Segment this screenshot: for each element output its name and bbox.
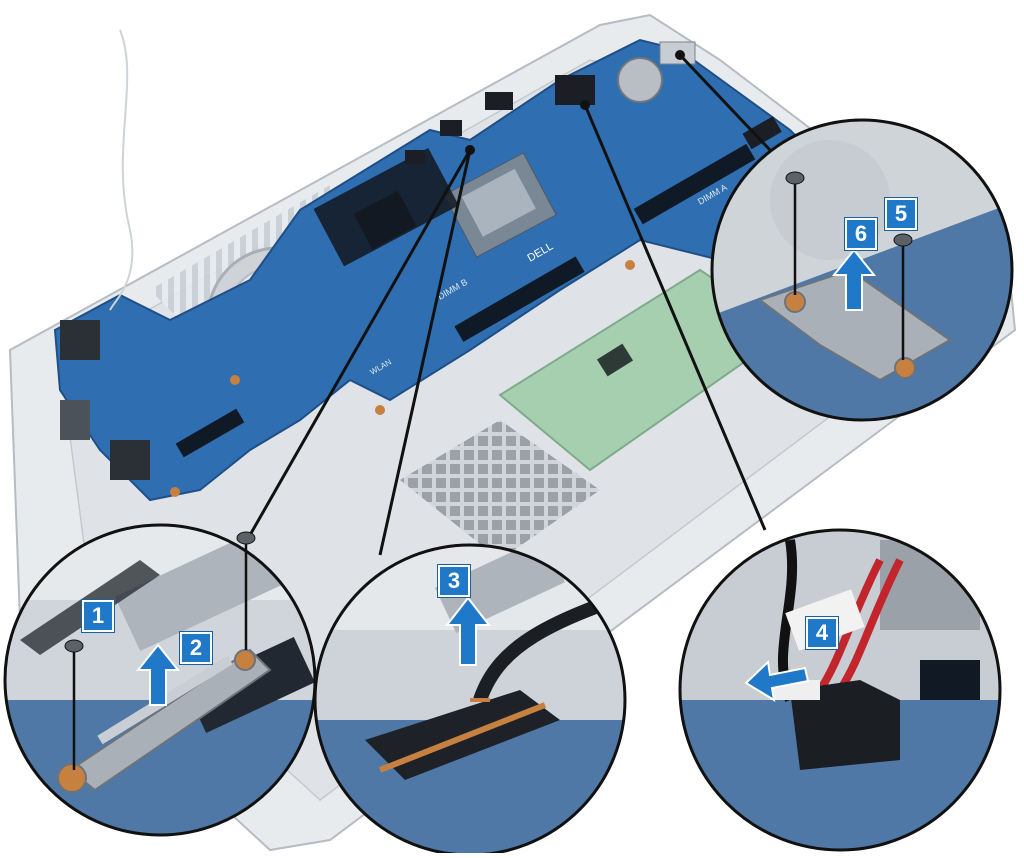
- callout-1: 1: [82, 600, 114, 632]
- arrow-up-icon: [831, 248, 877, 311]
- screw-icon: [236, 531, 256, 650]
- screw-icon: [64, 639, 84, 770]
- leader-lines: [248, 53, 772, 556]
- detail-circle-power-connector: [678, 528, 1002, 852]
- screw-icon: [893, 233, 913, 360]
- heatsink: [400, 420, 600, 560]
- arrow-up-icon: [135, 643, 181, 706]
- callout-3: 3: [438, 565, 470, 597]
- callout-2: 2: [180, 632, 212, 664]
- screw-icon: [785, 171, 805, 295]
- callout-5: 5: [885, 198, 917, 230]
- callout-6: 6: [845, 218, 877, 250]
- arrow-up-icon: [444, 596, 492, 666]
- detail-circle-display-cable: [313, 543, 627, 857]
- callout-4: 4: [806, 617, 838, 649]
- arrow-left-icon: [744, 659, 810, 702]
- power-plug: [790, 680, 900, 770]
- antenna-wire: [109, 29, 134, 311]
- board-components: [60, 41, 782, 497]
